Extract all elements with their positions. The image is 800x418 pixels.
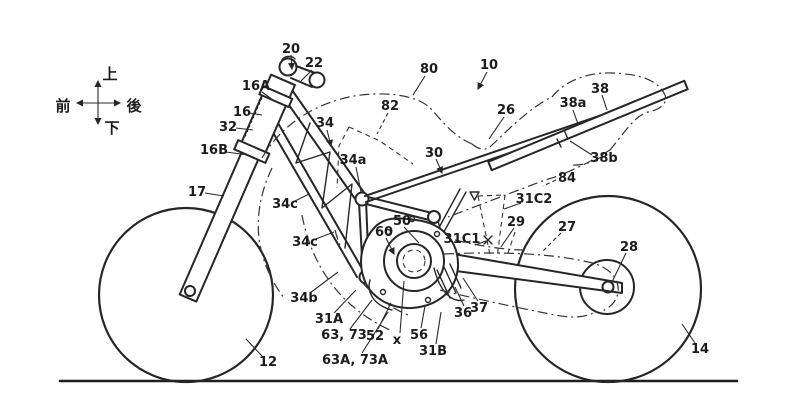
compass-up-label: 上	[102, 65, 117, 83]
grab-bar	[487, 79, 689, 172]
ref-label-63A-73A: 63A, 73A	[322, 353, 388, 368]
dashed-leaders	[376, 112, 562, 252]
ref-label-52: 52	[366, 329, 384, 344]
fork-clamp-upper	[258, 84, 294, 109]
front-fork	[178, 73, 296, 303]
ref-label-31A: 31A	[315, 312, 343, 327]
ref-label-82: 82	[381, 99, 399, 114]
ref-label-22: 22	[305, 56, 323, 71]
ref-label-27: 27	[558, 220, 576, 235]
compass-front-label: 前	[55, 97, 70, 115]
ref-label-14: 14	[691, 342, 709, 357]
engine-case	[360, 215, 465, 311]
ref-label-36: 36	[454, 306, 472, 321]
lower-fairing-arc-2	[334, 229, 409, 316]
ref-label-20: 20	[282, 42, 300, 57]
cowl-lower-line	[447, 149, 611, 218]
ref-label-32: 32	[219, 120, 237, 135]
ref-label-34: 34	[316, 116, 334, 131]
lower-fairing-arc-1	[301, 214, 391, 331]
ref-label-63-73: 63, 73	[321, 328, 367, 343]
front-shroud-arc	[257, 167, 285, 299]
ref-label-17: 17	[188, 185, 206, 200]
ref-label-56: 56	[410, 328, 428, 343]
ref-label-80: 80	[420, 62, 438, 77]
orientation-compass: 上 下 前 後	[55, 65, 142, 137]
ref-label-x: x	[393, 333, 402, 348]
tail-cowl-outline	[551, 72, 667, 166]
pivot-cross-mark	[483, 235, 493, 245]
crank-axis-dashed	[402, 249, 426, 273]
rear-mount-fins	[433, 263, 465, 302]
ref-label-30: 30	[425, 146, 443, 161]
grip-end	[308, 71, 326, 89]
ref-label-12: 12	[259, 355, 277, 370]
ref-label-38: 38	[591, 82, 609, 97]
ref-label-31C2: 31C2	[516, 192, 553, 207]
ref-label-26: 26	[497, 103, 515, 118]
steering-stem	[278, 55, 326, 89]
ref-label-16: 16	[233, 105, 251, 120]
fork-clamp-lower	[233, 139, 271, 164]
rear-axle	[601, 280, 615, 294]
frame-trellis	[295, 122, 353, 249]
ref-label-16A: 16A	[242, 79, 270, 94]
front-axle-hole	[184, 285, 196, 297]
ref-label-34b: 34b	[290, 291, 317, 306]
mid-phantom-line	[454, 239, 526, 251]
weld-triangle-mark	[469, 191, 480, 201]
ref-label-34c-lower: 34c	[292, 235, 318, 250]
compass-rear-label: 後	[125, 97, 142, 115]
seat-junction-line	[471, 96, 553, 150]
ref-label-37: 37	[470, 301, 488, 316]
dashed-construction-lines	[336, 126, 516, 259]
ref-label-38a: 38a	[560, 96, 587, 111]
ref-label-16B: 16B	[200, 143, 228, 158]
frame-node-shock	[427, 210, 441, 224]
chain-line-lower	[439, 289, 596, 318]
handlebar-grip	[290, 65, 316, 88]
ref-label-31B: 31B	[419, 344, 447, 359]
ref-label-29: 29	[507, 215, 525, 230]
leader-lines	[204, 54, 696, 357]
ref-label-31C1: 31C1	[444, 232, 481, 247]
ref-label-34a: 34a	[340, 153, 367, 168]
ref-label-28: 28	[620, 240, 638, 255]
front-wheel	[97, 206, 275, 384]
ref-label-84: 84	[558, 171, 576, 186]
arrow-leaders	[288, 54, 488, 255]
ref-label-50: 50	[393, 214, 411, 229]
ref-label-34c-upper: 34c	[272, 197, 298, 212]
ref-label-60: 60	[375, 225, 393, 240]
ref-label-10: 10	[480, 58, 498, 73]
ref-label-38b: 38b	[590, 151, 617, 166]
compass-down-label: 下	[104, 119, 119, 137]
